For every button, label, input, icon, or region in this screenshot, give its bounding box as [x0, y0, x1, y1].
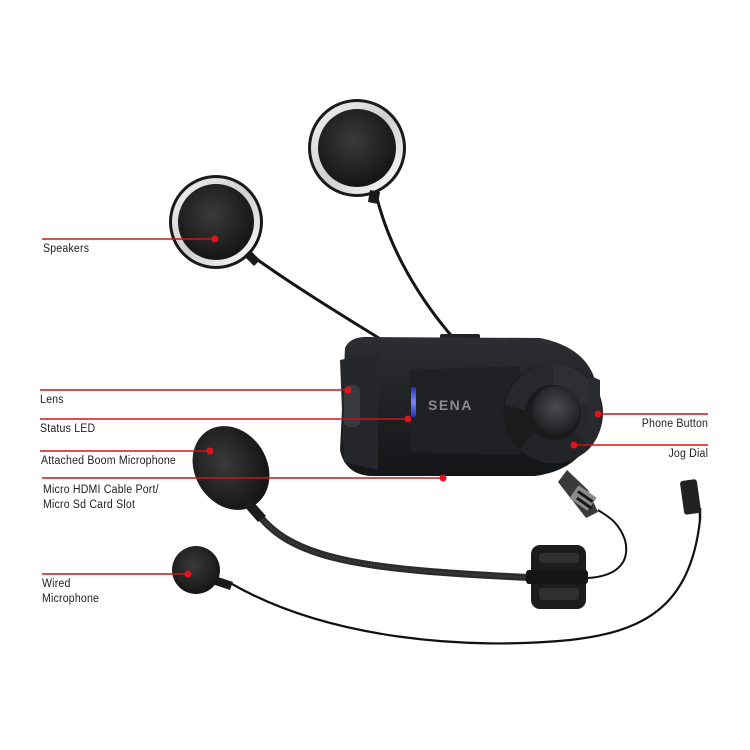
wired-mic-cable — [231, 519, 702, 645]
brand-logo: SENA — [428, 397, 473, 413]
speaker-cables — [254, 197, 457, 347]
callout-hdmi-port: Micro HDMI Cable Port/ Micro Sd Card Slo… — [43, 483, 159, 513]
callout-wired-line1: Wired — [42, 578, 71, 590]
callout-phone-button: Phone Button — [641, 418, 708, 430]
callout-lines — [40, 235, 708, 578]
callout-wired-mic: Wired Microphone — [42, 577, 99, 607]
mount-clamp-icon — [526, 509, 628, 609]
callout-wired-line2: Microphone — [42, 593, 100, 605]
speaker-right-icon — [308, 99, 406, 204]
callout-status-led: Status LED — [40, 423, 96, 435]
sena-unit: SENA — [340, 334, 603, 476]
callout-speakers: Speakers — [43, 243, 90, 255]
wired-mic-foam-icon — [172, 546, 233, 594]
cable-connector-icon — [680, 479, 702, 520]
unit-cable-connector — [558, 470, 598, 518]
callout-hdmi-line2: Micro Sd Card Slot — [43, 499, 136, 511]
boom-mic-foam-icon — [192, 426, 270, 522]
status-led-indicator — [411, 387, 416, 417]
speaker-left-icon — [169, 175, 263, 269]
callout-lens: Lens — [40, 394, 64, 406]
callout-jog-dial: Jog Dial — [668, 448, 708, 460]
callout-hdmi-line1: Micro HDMI Cable Port/ — [43, 484, 159, 496]
boom-mic-arm — [251, 506, 544, 582]
phone-button-icon — [532, 386, 580, 434]
callout-boom-mic: Attached Boom Microphone — [41, 455, 176, 467]
